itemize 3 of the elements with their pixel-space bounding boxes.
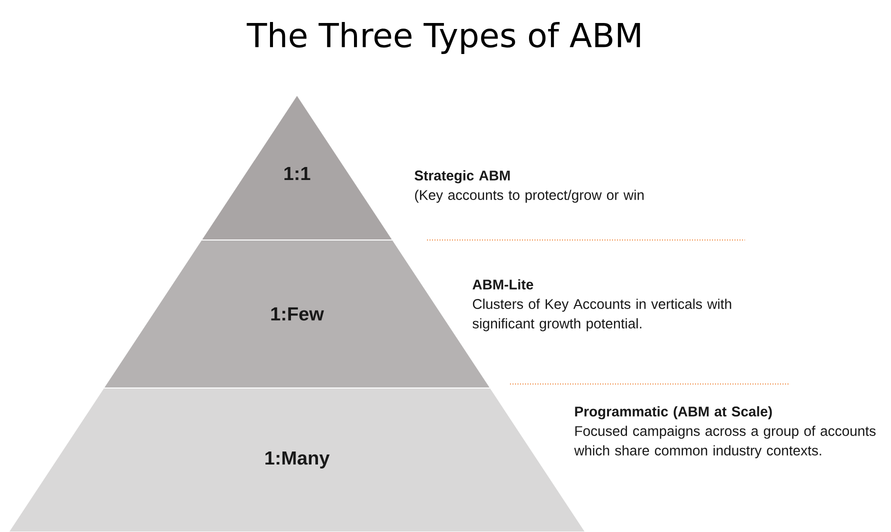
tier-heading: Strategic ABM	[414, 170, 510, 184]
tier-description: (Key accounts to protect/grow or win	[415, 190, 644, 203]
title: The Three Types of ABM	[246, 22, 640, 54]
